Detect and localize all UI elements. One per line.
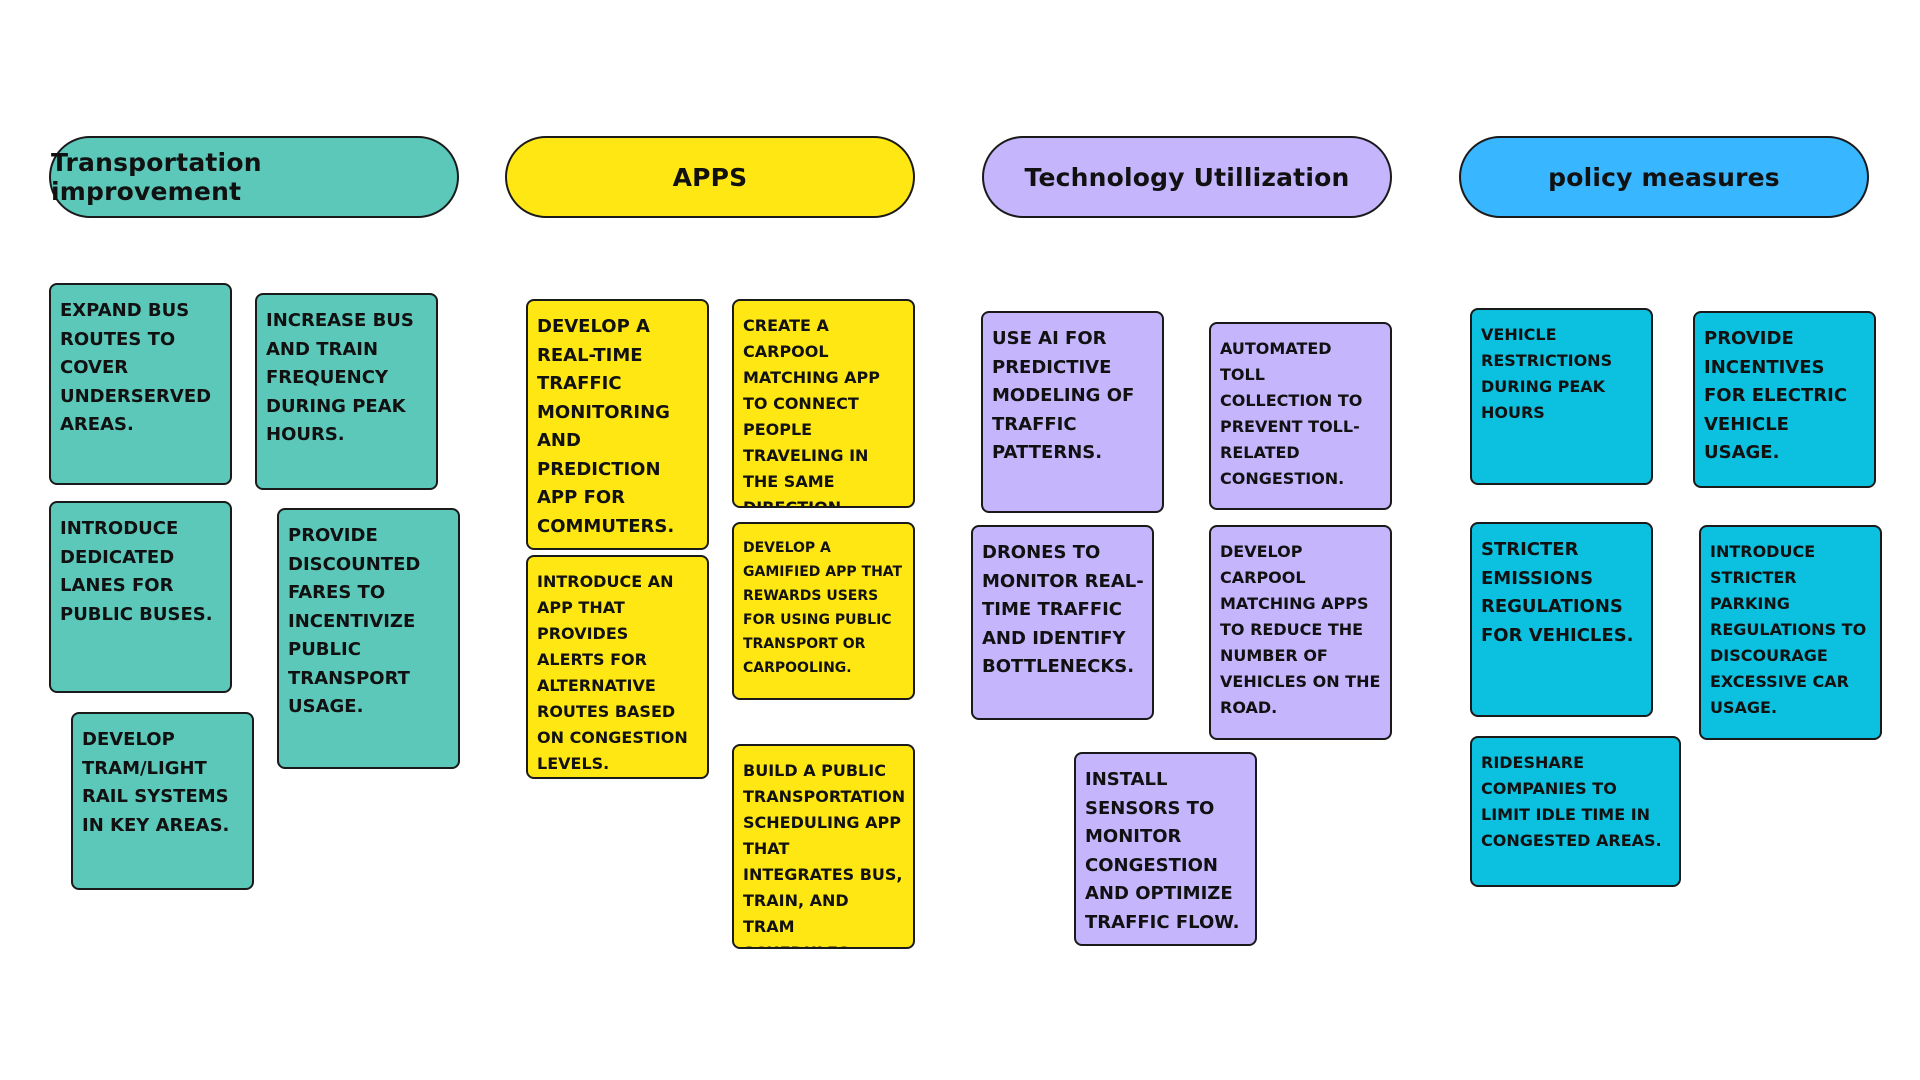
sticky-note[interactable]: Develop tram/light rail systems in key a… xyxy=(71,712,254,890)
note-text: Introduce dedicated lanes for public bus… xyxy=(60,518,213,625)
sticky-note[interactable]: Build a public transportation scheduling… xyxy=(732,744,915,949)
sticky-note[interactable]: Increase bus and train frequency during … xyxy=(255,293,438,490)
note-text: Develop a gamified app that rewards user… xyxy=(743,540,903,676)
note-text: Develop a real-time traffic monitoring a… xyxy=(537,316,675,537)
sticky-note[interactable]: Stricter emissions regulations for vehic… xyxy=(1470,522,1653,717)
sticky-note[interactable]: Install sensors to monitor congestion an… xyxy=(1074,752,1257,946)
note-text: Rideshare companies to limit idle time i… xyxy=(1481,753,1662,850)
sticky-note[interactable]: Create a carpool matching app to connect… xyxy=(732,299,915,508)
category-label: Technology Utillization xyxy=(1024,162,1350,192)
note-text: Vehicle restrictions during peak hours xyxy=(1481,325,1613,422)
sticky-note[interactable]: Vehicle restrictions during peak hours xyxy=(1470,308,1653,485)
sticky-note[interactable]: Introduce an app that provides alerts fo… xyxy=(526,555,709,779)
sticky-note[interactable]: Rideshare companies to limit idle time i… xyxy=(1470,736,1681,887)
sticky-note[interactable]: Use AI for predictive modeling of traffi… xyxy=(981,311,1164,513)
sticky-note[interactable]: Develop carpool matching apps to reduce … xyxy=(1209,525,1392,740)
sticky-note[interactable]: Provide incentives for electric vehicle … xyxy=(1693,311,1876,488)
sticky-note[interactable]: Develop a gamified app that rewards user… xyxy=(732,522,915,700)
sticky-note[interactable]: Automated toll collection to prevent tol… xyxy=(1209,322,1392,510)
sticky-note[interactable]: Introduce stricter parking regulations t… xyxy=(1699,525,1882,740)
category-label: APPS xyxy=(672,162,748,192)
note-text: Create a carpool matching app to connect… xyxy=(743,316,880,508)
sticky-note[interactable]: Provide discounted fares to incentivize … xyxy=(277,508,460,769)
sticky-note[interactable]: Develop a real-time traffic monitoring a… xyxy=(526,299,709,550)
note-text: Install sensors to monitor congestion an… xyxy=(1085,769,1240,933)
note-text: Use AI for predictive modeling of traffi… xyxy=(992,328,1135,463)
note-text: Develop tram/light rail systems in key a… xyxy=(82,729,230,836)
note-text: Build a public transportation scheduling… xyxy=(743,761,906,947)
note-text: Introduce an app that provides alerts fo… xyxy=(537,572,688,773)
note-text: Develop carpool matching apps to reduce … xyxy=(1220,542,1381,717)
category-label: policy measures xyxy=(1548,162,1780,192)
sticky-note[interactable]: Introduce dedicated lanes for public bus… xyxy=(49,501,232,693)
category-policy-measures[interactable]: policy measures xyxy=(1459,136,1869,218)
note-text: Expand bus routes to cover underserved a… xyxy=(60,300,212,435)
category-transportation-improvement[interactable]: Transportation improvement xyxy=(49,136,459,218)
note-text: Increase bus and train frequency during … xyxy=(266,310,414,445)
note-text: Provide incentives for electric vehicle … xyxy=(1704,328,1848,463)
note-text: Automated toll collection to prevent tol… xyxy=(1220,339,1363,488)
category-apps[interactable]: APPS xyxy=(505,136,915,218)
sticky-note[interactable]: Expand bus routes to cover underserved a… xyxy=(49,283,232,485)
note-text: Drones to monitor real-time traffic and … xyxy=(982,542,1144,677)
sticky-note[interactable]: Drones to monitor real-time traffic and … xyxy=(971,525,1154,720)
category-technology-utilization[interactable]: Technology Utillization xyxy=(982,136,1392,218)
note-text: Stricter emissions regulations for vehic… xyxy=(1481,539,1634,646)
note-text: Provide discounted fares to incentivize … xyxy=(288,525,421,717)
note-text: Introduce stricter parking regulations t… xyxy=(1710,542,1867,717)
category-label: Transportation improvement xyxy=(51,148,262,206)
